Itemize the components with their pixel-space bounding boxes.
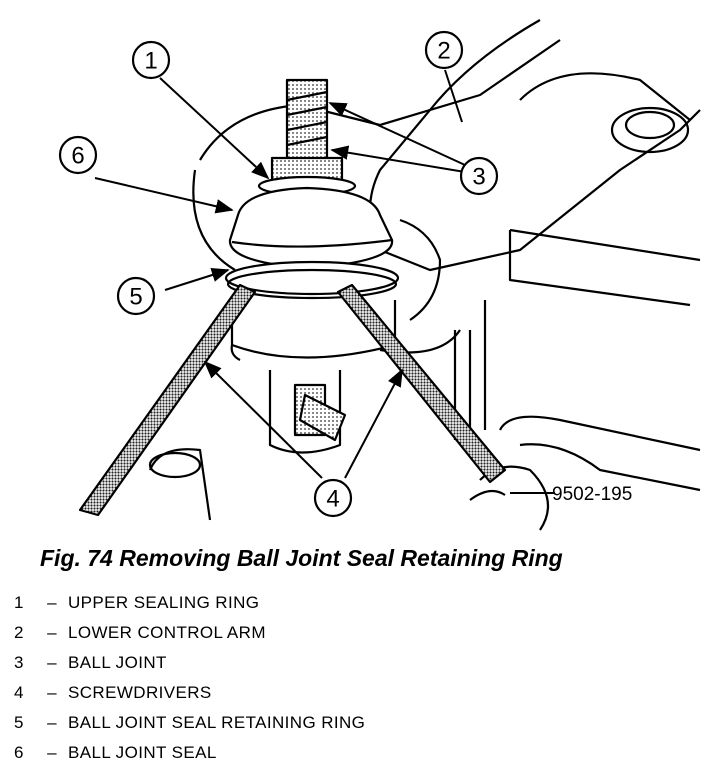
callout-6: 6: [71, 143, 84, 170]
legend-label: BALL JOINT: [68, 653, 167, 672]
legend-item: 5 –BALL JOINT SEAL RETAINING RING: [14, 708, 365, 738]
callout-circles: [58, 30, 499, 518]
legend-dash: –: [47, 683, 57, 702]
legend-number: 5: [14, 713, 24, 732]
legend-dash: –: [47, 623, 57, 642]
legend-dash: –: [47, 713, 57, 732]
legend-label: BALL JOINT SEAL: [68, 743, 217, 762]
callout-leaders: [94, 69, 555, 494]
figure-caption: Fig. 74 Removing Ball Joint Seal Retaini…: [40, 545, 563, 571]
legend-label: BALL JOINT SEAL RETAINING RING: [68, 713, 366, 732]
ball-joint-illustration: 1 2 3 4 5 6 9502-195: [58, 19, 701, 531]
legend-item: 4 –SCREWDRIVERS: [14, 678, 365, 708]
callout-5: 5: [129, 284, 142, 311]
legend-item: 1 –UPPER SEALING RING: [14, 588, 365, 618]
callout-3: 3: [472, 164, 485, 191]
legend-label: UPPER SEALING RING: [68, 593, 260, 612]
legend-dash: –: [47, 743, 57, 762]
legend-list: 1–UPPER SEALING RING 2–LOWER CONTROL ARM…: [14, 588, 365, 768]
legend-number: 2: [14, 623, 24, 642]
callout-2: 2: [437, 38, 450, 65]
ball-joint-seal: [228, 186, 394, 270]
callout-4: 4: [326, 486, 339, 513]
legend-item: 6 –BALL JOINT SEAL: [14, 738, 365, 768]
callout-1: 1: [144, 48, 157, 75]
legend-number: 6: [14, 743, 24, 762]
screwdrivers: [78, 283, 507, 517]
ball-joint: [257, 78, 357, 197]
legend-number: 3: [14, 653, 24, 672]
legend-dash: –: [47, 593, 57, 612]
legend-label: SCREWDRIVERS: [68, 683, 212, 702]
legend-item: 2 –LOWER CONTROL ARM: [14, 618, 365, 648]
legend-number: 4: [14, 683, 24, 702]
legend-item: 3 –BALL JOINT: [14, 648, 365, 678]
figure-code: 9502-195: [552, 484, 632, 505]
legend-dash: –: [47, 653, 57, 672]
ball-joint-lower-housing: [148, 370, 347, 521]
legend-label: LOWER CONTROL ARM: [68, 623, 266, 642]
legend-number: 1: [14, 593, 24, 612]
hand: [469, 415, 701, 531]
